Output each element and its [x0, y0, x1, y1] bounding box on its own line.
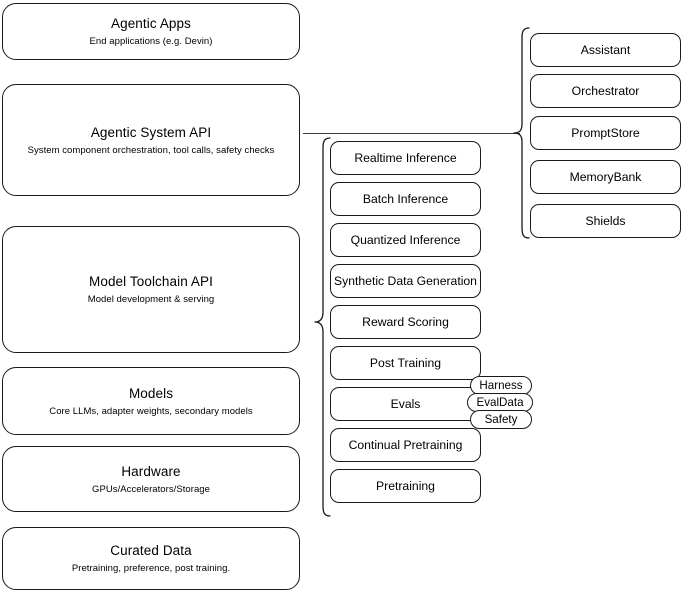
agentic-label: Shields: [585, 213, 626, 228]
eval-pill-label: Harness: [479, 379, 523, 392]
toolchain-box-batch-inference[interactable]: Batch Inference: [330, 182, 481, 216]
layer-title: Agentic System API: [90, 124, 212, 140]
agentic-box-assistant[interactable]: Assistant: [530, 33, 681, 67]
layer-box-agentic-system-api[interactable]: Agentic System API System component orch…: [2, 84, 300, 196]
agentic-label: Orchestrator: [571, 83, 640, 98]
agentic-box-promptstore[interactable]: PromptStore: [530, 116, 681, 150]
toolchain-box-continual-pretraining[interactable]: Continual Pretraining: [330, 428, 481, 462]
layer-box-hardware[interactable]: Hardware GPUs/Accelerators/Storage: [2, 446, 300, 512]
agentic-box-shields[interactable]: Shields: [530, 204, 681, 238]
layer-subtitle: Model development & serving: [87, 294, 215, 305]
agentic-box-orchestrator[interactable]: Orchestrator: [530, 74, 681, 108]
brace-agentic-system: [513, 27, 530, 239]
toolchain-box-pretraining[interactable]: Pretraining: [330, 469, 481, 503]
layer-subtitle: System component orchestration, tool cal…: [27, 144, 275, 156]
layer-title: Agentic Apps: [110, 16, 191, 31]
toolchain-label: Evals: [390, 396, 421, 411]
toolchain-box-realtime-inference[interactable]: Realtime Inference: [330, 141, 481, 175]
layer-title: Model Toolchain API: [89, 274, 213, 289]
layer-subtitle: GPUs/Accelerators/Storage: [92, 483, 210, 495]
toolchain-box-quantized-inference[interactable]: Quantized Inference: [330, 223, 481, 257]
layer-box-agentic-apps[interactable]: Agentic Apps End applications (e.g. Devi…: [2, 3, 300, 60]
toolchain-label: Post Training: [369, 355, 442, 370]
connector-line-agentic-system: [303, 133, 520, 134]
toolchain-box-synthetic-data-generation[interactable]: Synthetic Data Generation: [330, 264, 481, 298]
toolchain-label: Continual Pretraining: [348, 437, 463, 452]
agentic-label: Assistant: [580, 42, 631, 57]
layer-title: Models: [128, 385, 174, 401]
toolchain-label: Realtime Inference: [354, 150, 457, 165]
layer-subtitle: Pretraining, preference, post training.: [71, 563, 231, 574]
agentic-label: PromptStore: [571, 125, 640, 140]
toolchain-label: Pretraining: [376, 478, 435, 493]
layer-subtitle: End applications (e.g. Devin): [89, 36, 213, 47]
toolchain-label: Batch Inference: [362, 191, 449, 206]
brace-toolchain: [314, 137, 331, 517]
layer-box-models[interactable]: Models Core LLMs, adapter weights, secon…: [2, 367, 300, 435]
toolchain-box-evals[interactable]: Evals: [330, 387, 481, 421]
eval-pill-label: EvalData: [476, 396, 524, 409]
eval-pill-evaldata[interactable]: EvalData: [467, 393, 533, 412]
toolchain-label: Quantized Inference: [350, 232, 461, 247]
toolchain-box-post-training[interactable]: Post Training: [330, 346, 481, 380]
eval-pill-label: Safety: [484, 413, 518, 426]
agentic-label: MemoryBank: [569, 169, 642, 184]
layer-box-model-toolchain-api[interactable]: Model Toolchain API Model development & …: [2, 226, 300, 353]
toolchain-box-reward-scoring[interactable]: Reward Scoring: [330, 305, 481, 339]
layer-subtitle: Core LLMs, adapter weights, secondary mo…: [49, 405, 253, 417]
toolchain-label: Reward Scoring: [362, 314, 449, 329]
agentic-box-memorybank[interactable]: MemoryBank: [530, 160, 681, 194]
eval-pill-safety[interactable]: Safety: [470, 410, 532, 429]
layer-box-curated-data[interactable]: Curated Data Pretraining, preference, po…: [2, 527, 300, 590]
toolchain-label: Synthetic Data Generation: [334, 273, 477, 288]
layer-title: Curated Data: [110, 543, 192, 558]
layer-title: Hardware: [121, 463, 181, 479]
